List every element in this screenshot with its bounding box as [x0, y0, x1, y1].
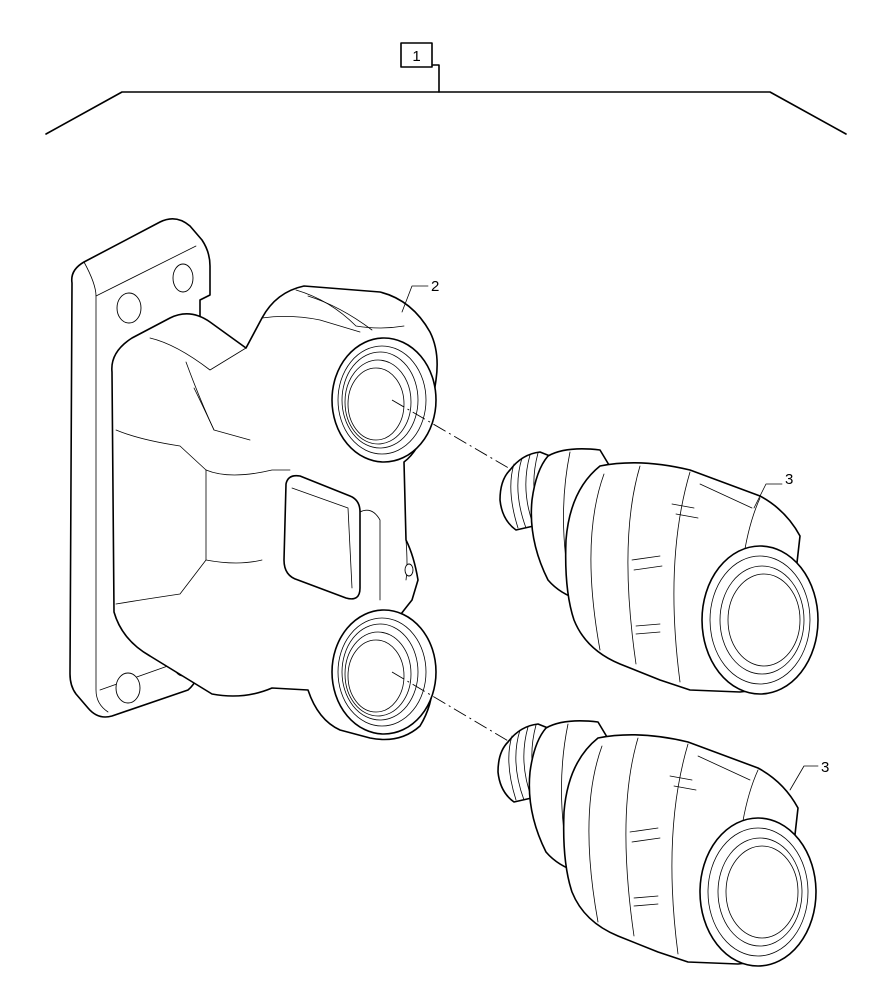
mounting-hole [172, 263, 194, 293]
assembly-bracket [45, 64, 847, 135]
coupler-upper-face [701, 545, 819, 695]
mounting-hole [116, 292, 142, 324]
callout-2[interactable]: 2 [431, 278, 439, 295]
callout-3-upper[interactable]: 3 [785, 471, 793, 488]
callout-3-lower[interactable]: 3 [821, 759, 829, 776]
callout-1[interactable]: 1 [400, 42, 433, 68]
manifold-block [69, 218, 438, 741]
coupler-upper [499, 448, 819, 695]
centerline-lower [391, 671, 511, 743]
coupler-lower [497, 720, 817, 967]
callout-1-text: 1 [412, 48, 420, 65]
centerline-upper [391, 399, 513, 471]
coupler-lower-face [699, 817, 817, 967]
mounting-hole [115, 672, 141, 704]
